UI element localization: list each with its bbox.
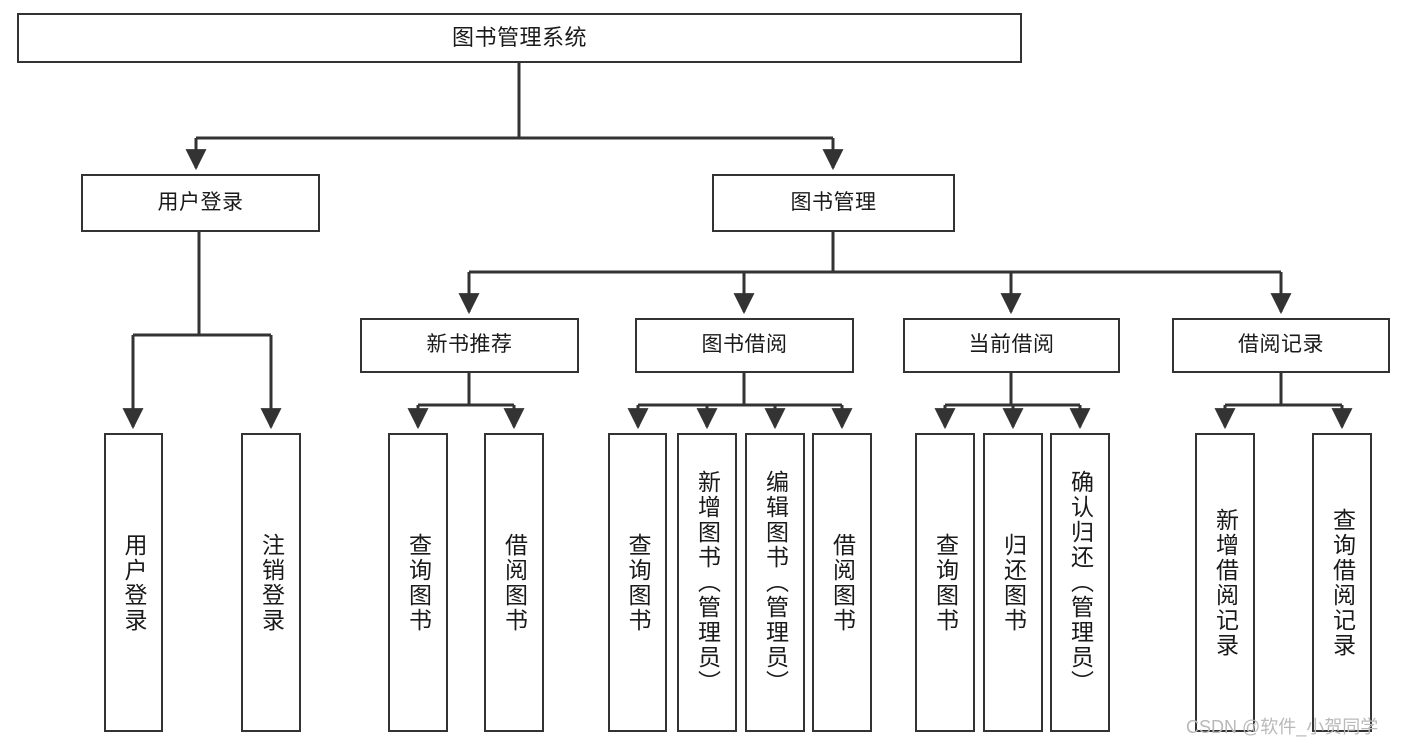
leaf-query-book-current[interactable]: 查询图书 [915,433,975,732]
node-user-login[interactable]: 用户登录 [81,174,320,232]
leaf-confirm-return-admin[interactable]: 确认归还（管理员） [1050,433,1110,732]
leaf-query-borrow-record-label: 查询借阅记录 [1329,507,1356,658]
node-root-label: 图书管理系统 [451,25,587,51]
leaf-add-borrow-record[interactable]: 新增借阅记录 [1195,433,1255,732]
node-book-management[interactable]: 图书管理 [712,174,955,232]
leaf-query-book-new[interactable]: 查询图书 [388,433,448,732]
leaf-return-book-label: 归还图书 [1000,532,1027,633]
node-new-book-recommend[interactable]: 新书推荐 [360,318,579,373]
leaf-borrow-book-label: 借阅图书 [829,532,856,633]
leaf-query-book-borrow-label: 查询图书 [625,532,651,633]
csdn-watermark: CSDN @软件_小贺同学 [1186,717,1379,737]
leaf-add-book-admin[interactable]: 新增图书（管理员） [677,433,737,732]
node-user-login-label: 用户登录 [157,190,244,214]
leaf-user-login[interactable]: 用户登录 [104,433,163,732]
leaf-borrow-book-new[interactable]: 借阅图书 [484,433,544,732]
leaf-logout[interactable]: 注销登录 [241,433,301,732]
node-book-borrow[interactable]: 图书借阅 [635,318,854,373]
leaf-confirm-return-admin-label: 确认归还（管理员） [1067,470,1094,695]
leaf-edit-book-admin-label: 编辑图书（管理员） [762,470,789,695]
leaf-query-book-current-label: 查询图书 [932,532,959,633]
leaf-add-book-admin-label: 新增图书（管理员） [694,470,721,695]
leaf-borrow-book[interactable]: 借阅图书 [812,433,872,732]
node-borrow-record-label: 借阅记录 [1238,333,1324,357]
node-borrow-record[interactable]: 借阅记录 [1172,318,1390,373]
leaf-borrow-book-new-label: 借阅图书 [501,532,528,633]
leaf-logout-label: 注销登录 [258,532,285,633]
node-root[interactable]: 图书管理系统 [17,13,1022,63]
leaf-return-book[interactable]: 归还图书 [983,433,1043,732]
leaf-query-book-borrow[interactable]: 查询图书 [608,433,667,732]
node-current-borrow[interactable]: 当前借阅 [903,318,1120,373]
node-current-borrow-label: 当前借阅 [968,333,1055,357]
node-new-book-recommend-label: 新书推荐 [426,333,513,357]
node-book-management-label: 图书管理 [790,190,877,214]
node-book-borrow-label: 图书借阅 [701,333,788,357]
leaf-user-login-label: 用户登录 [121,532,147,633]
leaf-edit-book-admin[interactable]: 编辑图书（管理员） [745,433,805,732]
leaf-add-borrow-record-label: 新增借阅记录 [1212,507,1239,658]
leaf-query-borrow-record[interactable]: 查询借阅记录 [1312,433,1372,732]
leaf-query-book-new-label: 查询图书 [405,532,432,633]
